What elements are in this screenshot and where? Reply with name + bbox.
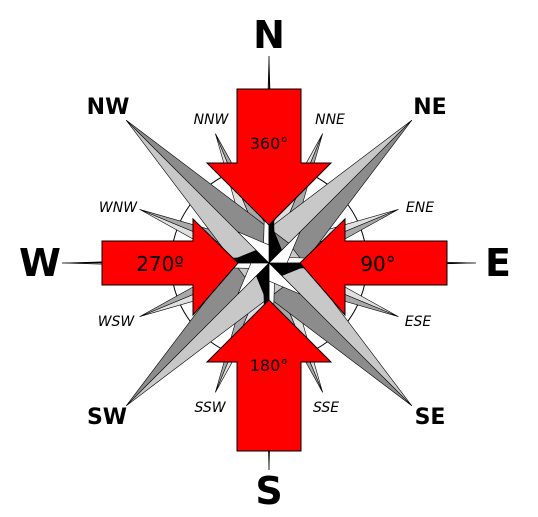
northwest-label: NW xyxy=(87,95,130,120)
south-arrow xyxy=(205,299,333,452)
west-label: W xyxy=(19,241,61,285)
southwest-label: SW xyxy=(87,405,127,430)
east-arrow xyxy=(299,217,448,317)
north-arrow xyxy=(205,88,333,226)
sse-label: SSE xyxy=(313,400,339,416)
wsw-label: WSW xyxy=(98,314,136,330)
wnw-label: WNW xyxy=(99,200,138,216)
east-label: E xyxy=(485,241,511,285)
cardinal-arrows xyxy=(101,88,448,452)
northeast-label: NE xyxy=(413,95,446,120)
diagonal-rays xyxy=(125,119,413,407)
south-degree-label: 180° xyxy=(250,356,289,375)
ese-label: ESE xyxy=(405,314,432,330)
south-label: S xyxy=(255,469,282,513)
nne-label: NNE xyxy=(315,112,345,128)
north-label: N xyxy=(253,13,285,57)
west-degree-label: 270º xyxy=(136,252,184,276)
center-pinwheel xyxy=(224,218,314,308)
southeast-label: SE xyxy=(415,405,446,430)
west-arrow xyxy=(101,217,239,317)
ssw-label: SSW xyxy=(194,400,226,416)
center-blade-7 xyxy=(237,231,270,264)
east-degree-label: 90° xyxy=(360,252,395,276)
nnw-label: NNW xyxy=(194,112,230,128)
north-degree-label: 360° xyxy=(250,134,289,153)
ene-label: ENE xyxy=(406,200,434,216)
